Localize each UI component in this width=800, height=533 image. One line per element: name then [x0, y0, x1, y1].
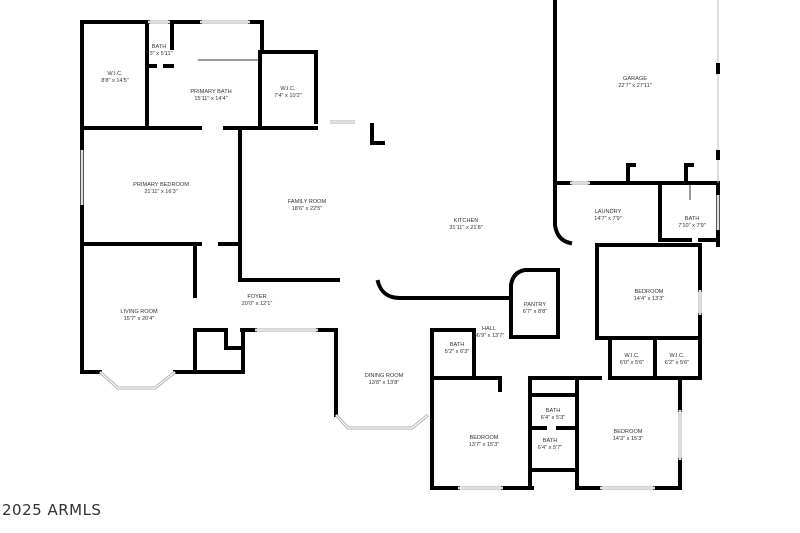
svg-text:LAUNDRY: LAUNDRY — [595, 209, 622, 215]
svg-text:FAMILY ROOM: FAMILY ROOM — [288, 199, 327, 205]
svg-text:KITCHEN: KITCHEN — [454, 218, 479, 224]
svg-text:6'4" x 5'3": 6'4" x 5'3" — [541, 415, 565, 421]
watermark: 2025 ARMLS — [2, 501, 101, 519]
svg-text:31'11" x 21'8": 31'11" x 21'8" — [449, 225, 482, 231]
svg-text:BATH: BATH — [152, 44, 167, 50]
svg-text:W.I.C.: W.I.C. — [624, 353, 640, 359]
svg-text:15'11" x 14'4": 15'11" x 14'4" — [194, 96, 227, 102]
svg-text:BEDROOM: BEDROOM — [470, 435, 499, 441]
svg-text:FOYER: FOYER — [247, 294, 266, 300]
svg-text:6'4" x 5'7": 6'4" x 5'7" — [538, 445, 562, 451]
svg-text:6'2" x 5'6": 6'2" x 5'6" — [665, 360, 689, 366]
svg-text:36'9" x 13'7": 36'9" x 13'7" — [474, 333, 505, 339]
svg-text:20'0" x 12'1": 20'0" x 12'1" — [242, 301, 273, 307]
svg-text:PRIMARY BATH: PRIMARY BATH — [190, 89, 231, 95]
walls — [80, 0, 720, 490]
svg-text:14'4" x 13'3": 14'4" x 13'3" — [634, 296, 665, 302]
svg-text:13'8" x 13'8": 13'8" x 13'8" — [369, 380, 400, 386]
svg-text:GARAGE: GARAGE — [623, 76, 647, 82]
svg-text:7'3" x 5'11": 7'3" x 5'11" — [145, 51, 172, 57]
svg-text:13'7" x 15'3": 13'7" x 15'3" — [469, 442, 500, 448]
svg-text:5'2" x 6'3": 5'2" x 6'3" — [445, 349, 469, 355]
room-label-wic-east-1: W.I.C.6'0" x 5'6" — [620, 353, 644, 366]
room-label-wic-primary-right: W.I.C.7'4" x 10'2" — [274, 86, 302, 99]
svg-text:14'3" x 15'3": 14'3" x 15'3" — [613, 436, 644, 442]
svg-text:7'4" x 10'2": 7'4" x 10'2" — [274, 93, 302, 99]
svg-text:21'11" x 16'3": 21'11" x 16'3" — [144, 189, 177, 195]
svg-text:PANTRY: PANTRY — [524, 302, 546, 308]
svg-text:14'7" x 7'9": 14'7" x 7'9" — [594, 216, 622, 222]
svg-text:22'7" x 27'11": 22'7" x 27'11" — [618, 83, 651, 89]
svg-text:DINING ROOM: DINING ROOM — [365, 373, 404, 379]
svg-text:W.I.C.: W.I.C. — [280, 86, 296, 92]
svg-text:6'0" x 5'6": 6'0" x 5'6" — [620, 360, 644, 366]
svg-text:BATH: BATH — [450, 342, 465, 348]
svg-text:BATH: BATH — [543, 438, 558, 444]
svg-text:LIVING ROOM: LIVING ROOM — [120, 309, 158, 315]
svg-text:HALL: HALL — [482, 326, 496, 332]
svg-text:8'8" x 14'5": 8'8" x 14'5" — [101, 78, 129, 84]
svg-text:PRIMARY BEDROOM: PRIMARY BEDROOM — [133, 182, 189, 188]
svg-text:6'7" x 8'8": 6'7" x 8'8" — [523, 309, 547, 315]
svg-text:7'10" x 7'9": 7'10" x 7'9" — [678, 223, 706, 229]
svg-text:BATH: BATH — [685, 216, 700, 222]
room-label-wic-primary-left: W.I.C.8'8" x 14'5" — [101, 71, 129, 84]
svg-text:BEDROOM: BEDROOM — [635, 289, 664, 295]
windows — [80, 20, 720, 490]
svg-text:15'7" x 20'4": 15'7" x 20'4" — [124, 316, 155, 322]
svg-text:BATH: BATH — [546, 408, 561, 414]
svg-text:W.I.C.: W.I.C. — [107, 71, 123, 77]
svg-text:W.I.C.: W.I.C. — [669, 353, 685, 359]
room-label-wic-east-2: W.I.C.6'2" x 5'6" — [665, 353, 689, 366]
svg-text:18'6" x 22'5": 18'6" x 22'5" — [292, 206, 323, 212]
svg-text:BEDROOM: BEDROOM — [614, 429, 643, 435]
